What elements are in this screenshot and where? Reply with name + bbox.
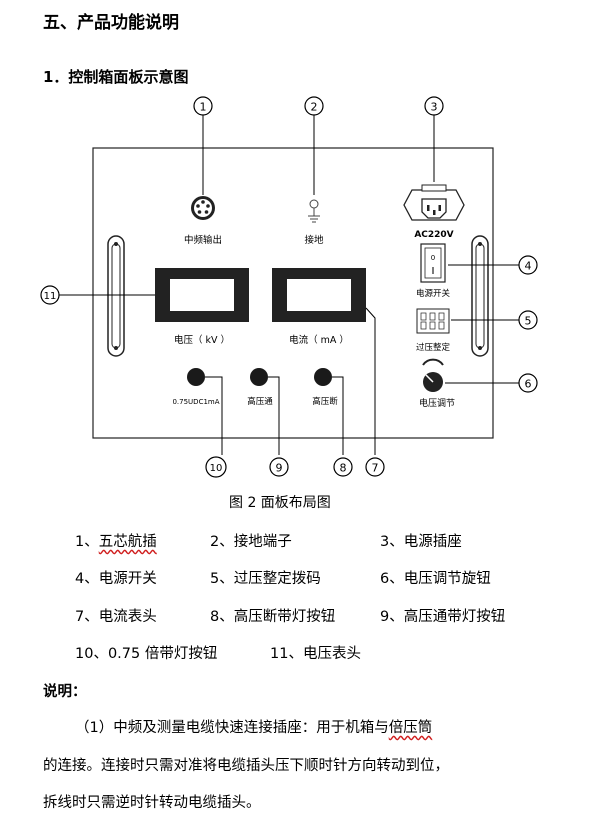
callout-8-number: 8 bbox=[340, 462, 347, 475]
callout-7-number: 7 bbox=[372, 462, 379, 475]
panel-diagram: 1 中频输出 2 接地 3 AC220V bbox=[40, 96, 538, 478]
ammeter-icon bbox=[272, 268, 366, 322]
dip-switch-icon bbox=[416, 308, 450, 334]
callout-7 bbox=[365, 457, 385, 477]
leader-line-9 bbox=[268, 376, 280, 455]
callout-3-number: 3 bbox=[431, 101, 438, 114]
voltage-knob-label: 电压调节 bbox=[419, 397, 455, 409]
callout-9-number: 9 bbox=[276, 462, 283, 475]
legend-item-6: 6、电压调节旋钮 bbox=[380, 571, 491, 587]
leader-line-10 bbox=[205, 376, 223, 455]
power-switch-label: 电源开关 bbox=[416, 288, 451, 299]
aviation-plug-icon bbox=[191, 196, 215, 220]
power-socket-label: AC220V bbox=[414, 230, 453, 240]
button-hv-off-icon bbox=[314, 368, 332, 386]
callout-10-number: 10 bbox=[210, 463, 223, 474]
aviation-plug-label: 中频输出 bbox=[184, 234, 222, 246]
panel-outline bbox=[92, 147, 494, 439]
leader-line-7 bbox=[365, 307, 376, 455]
button-075-icon bbox=[187, 368, 205, 386]
legend-item-8: 8、高压断带灯按钮 bbox=[210, 609, 336, 625]
callout-6-number: 6 bbox=[525, 378, 532, 391]
figure-caption: 图 2 面板布局图 bbox=[229, 495, 331, 511]
ground-label: 接地 bbox=[304, 234, 324, 246]
ammeter-label: 电流（ mA ） bbox=[289, 334, 349, 346]
section-title: 五、产品功能说明 bbox=[43, 13, 179, 33]
voltage-knob-icon bbox=[422, 358, 444, 392]
callout-5-number: 5 bbox=[525, 315, 532, 328]
callout-5 bbox=[518, 310, 538, 330]
voltmeter-icon bbox=[155, 268, 249, 322]
callout-9 bbox=[269, 457, 289, 477]
notes-para1-line3: 拆线时只需逆时针转动电缆插头。 bbox=[43, 795, 261, 811]
svg-text:0: 0 bbox=[431, 254, 435, 262]
subsection-title: 1．控制箱面板示意图 bbox=[43, 68, 189, 86]
notes-para1-line2: 的连接。连接时只需对准将电缆插头压下顺时针方向转动到位， bbox=[43, 758, 449, 774]
callout-6 bbox=[518, 373, 538, 393]
button-hv-on-label: 高压通 bbox=[247, 396, 273, 407]
legend-item-3: 3、电源插座 bbox=[380, 534, 462, 550]
left-handle-icon bbox=[107, 235, 125, 357]
ground-terminal-icon bbox=[308, 199, 320, 223]
legend-item-4: 4、电源开关 bbox=[75, 571, 157, 587]
callout-11-number: 11 bbox=[44, 291, 57, 302]
legend-item-11: 11、电压表头 bbox=[270, 646, 361, 662]
legend-item-5: 5、过压整定拨码 bbox=[210, 571, 321, 587]
overvoltage-label: 过压整定 bbox=[416, 342, 451, 353]
callout-1-number: 1 bbox=[200, 101, 207, 114]
voltmeter-label: 电压（ kV ） bbox=[174, 334, 230, 346]
notes-heading: 说明： bbox=[43, 684, 87, 700]
legend-item-1: 1、五芯航插 bbox=[75, 534, 157, 550]
notes-para1-line1: （1）中频及测量电缆快速连接插座：用于机箱与倍压筒 bbox=[75, 720, 433, 736]
callout-4 bbox=[518, 255, 538, 275]
legend-item-9: 9、高压通带灯按钮 bbox=[380, 609, 506, 625]
power-switch-icon: 0 bbox=[420, 243, 446, 283]
legend-item-2: 2、接地端子 bbox=[210, 534, 292, 550]
callout-4-number: 4 bbox=[525, 260, 532, 273]
legend-item-7: 7、电流表头 bbox=[75, 609, 157, 625]
callout-2-number: 2 bbox=[311, 101, 318, 114]
button-hv-off-label: 高压断 bbox=[312, 396, 338, 407]
callout-8 bbox=[333, 457, 353, 477]
button-hv-on-icon bbox=[250, 368, 268, 386]
button-075-label: 0.75UDC1mA bbox=[172, 398, 219, 406]
callout-10 bbox=[205, 456, 227, 478]
legend-item-10: 10、0.75 倍带灯按钮 bbox=[75, 646, 218, 662]
right-handle-icon bbox=[471, 235, 489, 357]
power-socket-icon bbox=[403, 184, 465, 221]
leader-line-8 bbox=[332, 376, 344, 455]
